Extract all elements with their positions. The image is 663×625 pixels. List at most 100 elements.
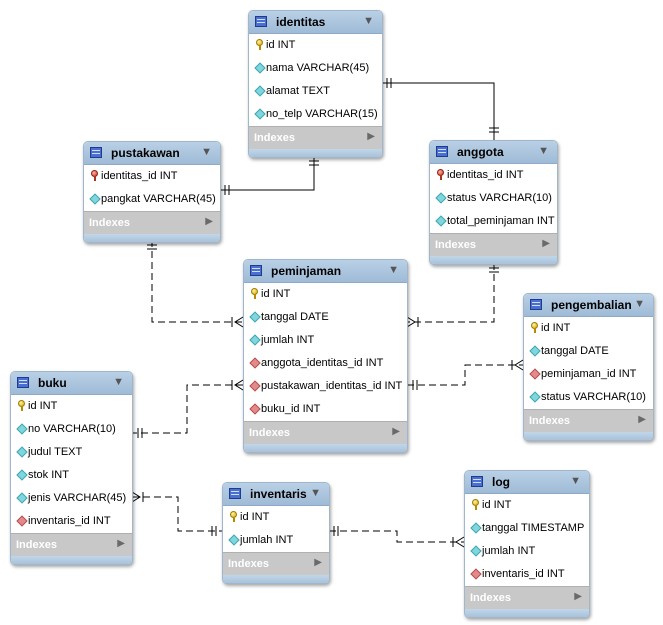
table-header[interactable]: log ▼ [465, 471, 589, 494]
table-footer [249, 149, 382, 157]
collapse-arrow-icon[interactable]: ▼ [113, 376, 124, 388]
column-row[interactable]: pustakawan_identitas_id INT [244, 375, 407, 398]
column-row[interactable]: judul TEXT [11, 441, 132, 464]
column-row[interactable]: jumlah INT [244, 329, 407, 352]
indexes-section[interactable]: Indexes▶ [430, 233, 557, 256]
column-label: id INT [482, 499, 512, 511]
table-header[interactable]: identitas ▼ [249, 11, 382, 34]
column-label: jumlah INT [240, 534, 294, 546]
expand-arrow-icon[interactable]: ▶ [367, 131, 375, 142]
column-label: tanggal TIMESTAMP [482, 522, 585, 534]
table-footer [244, 444, 407, 452]
indexes-section[interactable]: Indexes▶ [84, 211, 220, 234]
column-row[interactable]: tanggal TIMESTAMP [465, 517, 589, 540]
collapse-arrow-icon[interactable]: ▼ [363, 15, 374, 27]
column-row[interactable]: no VARCHAR(10) [11, 418, 132, 441]
table-identitas[interactable]: identitas ▼ id INT nama VARCHAR(45) alam… [248, 10, 383, 158]
column-icon [530, 392, 540, 402]
column-icon [250, 335, 260, 345]
table-header[interactable]: anggota ▼ [430, 141, 557, 164]
column-row[interactable]: tanggal DATE [524, 340, 653, 363]
collapse-arrow-icon[interactable]: ▼ [201, 146, 212, 158]
table-pustakawan[interactable]: pustakawan ▼ identitas_id INT pangkat VA… [83, 141, 221, 243]
table-pengembalian[interactable]: pengembalian ▼ id INT tanggal DATE pemin… [523, 293, 654, 441]
expand-arrow-icon[interactable]: ▶ [392, 426, 400, 437]
column-row[interactable]: tanggal DATE [244, 306, 407, 329]
indexes-section[interactable]: Indexes ▶ [244, 421, 407, 444]
expand-arrow-icon[interactable]: ▶ [574, 591, 582, 602]
column-icon [255, 86, 265, 96]
indexes-label: Indexes [16, 539, 57, 551]
column-label: id INT [261, 288, 291, 300]
column-row[interactable]: peminjaman_id INT [524, 363, 653, 386]
collapse-arrow-icon[interactable]: ▼ [634, 298, 645, 310]
column-row[interactable]: no_telp VARCHAR(15) [249, 103, 382, 126]
relationship-peminjaman-anggota [407, 263, 495, 323]
table-name: identitas [276, 15, 326, 29]
expand-arrow-icon[interactable]: ▶ [542, 238, 550, 249]
column-icon [471, 546, 481, 556]
table-header[interactable]: buku ▼ [11, 372, 132, 395]
column-icon [255, 109, 265, 119]
expand-arrow-icon[interactable]: ▶ [638, 414, 646, 425]
column-row[interactable]: total_peminjaman INT [430, 210, 557, 233]
collapse-arrow-icon[interactable]: ▼ [310, 487, 321, 499]
column-row[interactable]: id INT [249, 34, 382, 57]
table-icon [90, 147, 102, 158]
foreign-key-column-icon [530, 369, 540, 379]
table-footer [84, 234, 220, 242]
column-row[interactable]: jumlah INT [465, 540, 589, 563]
column-row[interactable]: identitas_id INT [430, 164, 557, 187]
indexes-section[interactable]: Indexes ▶ [11, 533, 132, 556]
indexes-section[interactable]: Indexes▶ [223, 552, 329, 575]
expand-arrow-icon[interactable]: ▶ [205, 216, 213, 227]
column-label: no_telp VARCHAR(15) [266, 108, 378, 120]
expand-arrow-icon[interactable]: ▶ [314, 557, 322, 568]
column-row[interactable]: status VARCHAR(10) [524, 386, 653, 409]
column-icon [530, 346, 540, 356]
collapse-arrow-icon[interactable]: ▼ [570, 475, 581, 487]
column-row[interactable]: id INT [244, 283, 407, 306]
relationship-pengembalian-peminjaman [407, 364, 523, 386]
table-header[interactable]: pengembalian ▼ [524, 294, 653, 317]
primary-key-icon [531, 322, 539, 333]
column-row[interactable]: anggota_identitas_id INT [244, 352, 407, 375]
table-header[interactable]: inventaris ▼ [223, 483, 329, 506]
column-row[interactable]: alamat TEXT [249, 80, 382, 103]
table-buku[interactable]: buku ▼ id INT no VARCHAR(10) judul TEXT … [10, 371, 133, 565]
column-row[interactable]: id INT [524, 317, 653, 340]
column-row[interactable]: identitas_id INT [84, 165, 220, 188]
column-row[interactable]: buku_id INT [244, 398, 407, 421]
table-icon [530, 299, 542, 310]
column-label: nama VARCHAR(45) [266, 62, 370, 74]
table-peminjaman[interactable]: peminjaman ▼ id INT tanggal DATE jumlah … [243, 259, 408, 453]
column-row[interactable]: pangkat VARCHAR(45) [84, 188, 220, 211]
collapse-arrow-icon[interactable]: ▼ [388, 264, 399, 276]
table-header[interactable]: pustakawan ▼ [84, 142, 220, 165]
column-row[interactable]: id INT [465, 494, 589, 517]
table-header[interactable]: peminjaman ▼ [244, 260, 407, 283]
indexes-label: Indexes [249, 427, 290, 439]
column-label: no VARCHAR(10) [28, 423, 116, 435]
table-log[interactable]: log ▼ id INT tanggal TIMESTAMP jumlah IN… [464, 470, 590, 618]
column-row[interactable]: id INT [223, 506, 329, 529]
table-icon [229, 488, 241, 499]
column-row[interactable]: jumlah INT [223, 529, 329, 552]
expand-arrow-icon[interactable]: ▶ [117, 538, 125, 549]
indexes-section[interactable]: Indexes▶ [524, 409, 653, 432]
column-row[interactable]: inventaris_id INT [11, 510, 132, 533]
column-row[interactable]: inventaris_id INT [465, 563, 589, 586]
column-row[interactable]: nama VARCHAR(45) [249, 57, 382, 80]
column-label: anggota_identitas_id INT [261, 357, 384, 369]
indexes-section[interactable]: Indexes▶ [249, 126, 382, 149]
indexes-section[interactable]: Indexes ▶ [465, 586, 589, 609]
column-row[interactable]: jenis VARCHAR(45) [11, 487, 132, 510]
table-inventaris[interactable]: inventaris ▼ id INT jumlah INT Indexes▶ [222, 482, 330, 584]
column-label: judul TEXT [28, 446, 83, 458]
collapse-arrow-icon[interactable]: ▼ [538, 145, 549, 157]
indexes-label: Indexes [470, 592, 511, 604]
column-row[interactable]: id INT [11, 395, 132, 418]
column-row[interactable]: status VARCHAR(10) [430, 187, 557, 210]
table-anggota[interactable]: anggota ▼ identitas_id INT status VARCHA… [429, 140, 558, 265]
column-row[interactable]: stok INT [11, 464, 132, 487]
